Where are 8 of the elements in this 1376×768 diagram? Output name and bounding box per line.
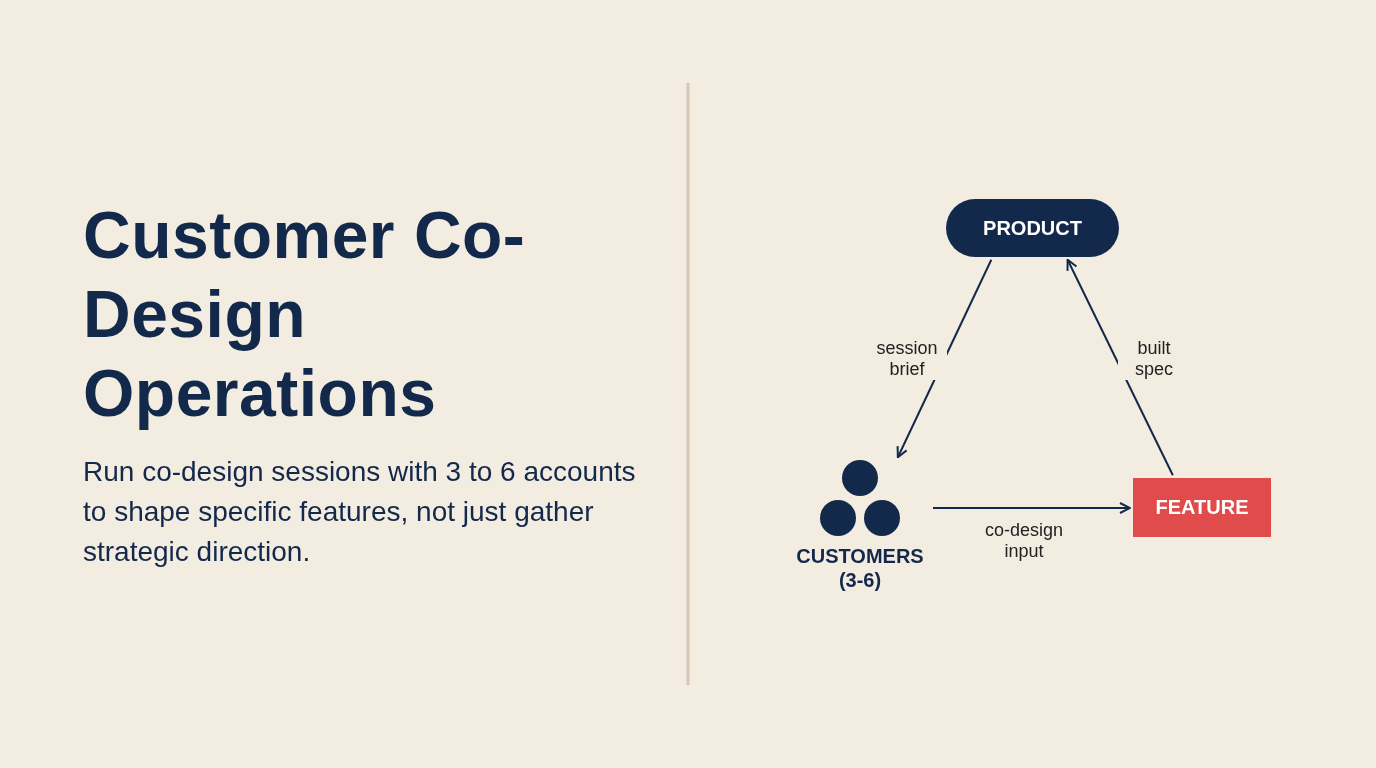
product-pill: PRODUCT	[946, 199, 1119, 257]
arrow	[896, 258, 993, 459]
node-label: CUSTOMERS (3-6)	[795, 544, 925, 592]
description-text: Run co-design sessions with 3 to 6 accounts to shape specific features, not just gather strategic direction.	[83, 455, 637, 569]
title: Customer Co-Design Operations	[83, 197, 527, 432]
feature-box: FEATURE	[1133, 478, 1271, 537]
arrow	[932, 502, 1131, 514]
arrow	[1066, 258, 1174, 477]
